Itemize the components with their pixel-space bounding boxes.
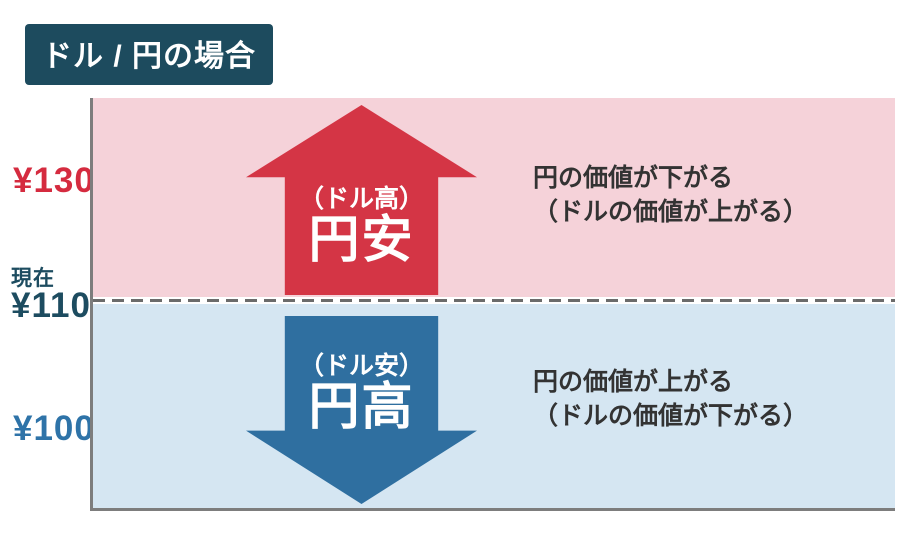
yen-weak-zone [93, 98, 895, 297]
yen-strong-description: 円の価値が上がる （ドルの価値が下がる） [533, 366, 808, 434]
axis-label-130: ¥130 [13, 161, 95, 200]
up-arrow-main-label: 円安 [308, 210, 415, 268]
yen-weak-desc-line1: 円の価値が下がる [533, 164, 734, 192]
exchange-rate-panel: （ドル高） 円安 （ドル安） 円高 円の価値が下がる （ドルの価値が上がる） 円… [90, 98, 895, 511]
yen-weak-desc-line2: （ドルの価値が上がる） [533, 197, 809, 226]
down-arrow-main-label: 円高 [308, 377, 415, 435]
axis-label-100: ¥100 [13, 409, 95, 448]
current-rate-divider [93, 297, 895, 304]
axis-caption-current: 現在 [11, 267, 55, 290]
dashed-line [93, 299, 895, 302]
yen-strong-zone [93, 304, 895, 508]
down-arrow-sub-label: （ドル安） [298, 352, 424, 380]
up-arrow-sub-label: （ドル高） [298, 185, 424, 213]
yen-weak-description: 円の価値が下がる （ドルの価値が上がる） [533, 162, 808, 230]
axis-label-110: ¥110 [11, 286, 91, 325]
page-title: ドル / 円の場合 [25, 24, 274, 85]
yen-strong-desc-line1: 円の価値が上がる [533, 368, 734, 396]
yen-strong-desc-line2: （ドルの価値が下がる） [533, 401, 809, 430]
